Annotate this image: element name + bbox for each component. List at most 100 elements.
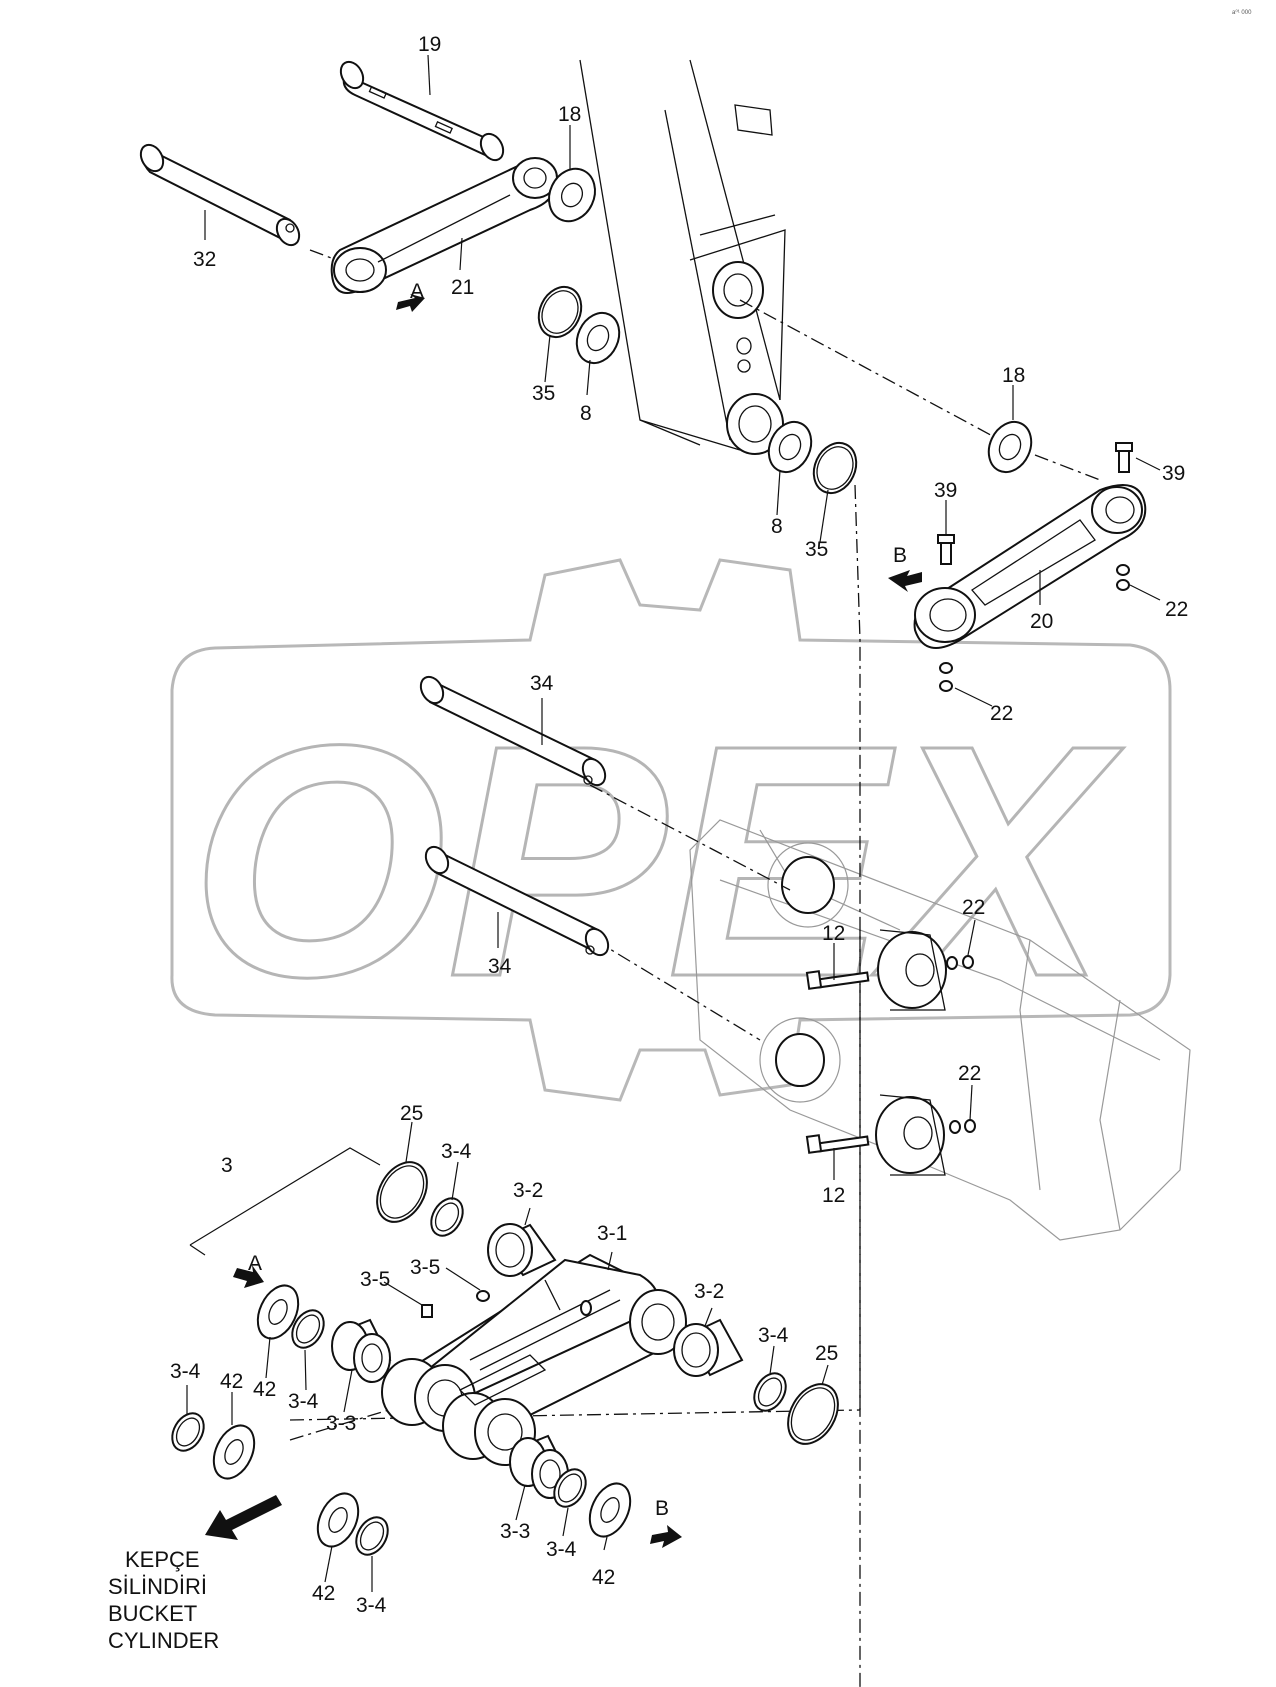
- callout-3-4-right: 3-4: [758, 1324, 789, 1347]
- ring-3-4-lower-mid: [553, 1468, 587, 1508]
- bolt-39-b: [1115, 442, 1133, 473]
- leader-lines: [186, 54, 1161, 1592]
- washer-42-left: [256, 1284, 300, 1340]
- watermark: OPEX: [170, 558, 1172, 1102]
- callout-3-4-bottom: 3-4: [356, 1594, 387, 1617]
- arrow-a-top: [396, 294, 425, 312]
- pin-34-upper: [419, 675, 607, 787]
- caption-line-4: CYLINDER: [108, 1628, 219, 1653]
- ring-25-right: [787, 1383, 839, 1445]
- callout-35-mid: 35: [805, 538, 828, 561]
- callout-22-link: 22: [990, 702, 1013, 725]
- arrow-a-lower: [233, 1265, 264, 1288]
- bucket-cylinder-caption: KEPÇE SİLİNDİRİ BUCKET CYLINDER: [108, 1547, 219, 1653]
- ring-3-4-left: [291, 1309, 325, 1349]
- washer-18-right: [987, 420, 1033, 474]
- arrow-b-right: [888, 570, 922, 592]
- ring-35-mid: [812, 441, 858, 495]
- callout-3-4-lower: 3-4: [546, 1538, 577, 1561]
- callout-22-lower: 22: [958, 1062, 981, 1085]
- nut-22-b: [939, 662, 953, 692]
- callout-3-3-left: 3-3: [326, 1412, 356, 1435]
- callout-19: 19: [418, 33, 441, 56]
- center-lines: [289, 249, 1101, 1687]
- callout-b-right: B: [893, 544, 907, 567]
- callout-a-lower: A: [248, 1252, 262, 1275]
- callout-39-left: 39: [934, 479, 957, 502]
- callout-34-lower: 34: [488, 955, 512, 978]
- callout-3-4-top: 3-4: [441, 1140, 472, 1163]
- corner-mark: a⁰¹ 000: [1232, 9, 1252, 16]
- callout-3-5-left: 3-5: [360, 1268, 390, 1291]
- callout-3-2-top: 3-2: [513, 1179, 543, 1202]
- nut-22-a: [1116, 564, 1130, 591]
- callout-3-1: 3-1: [597, 1222, 627, 1245]
- link-21: [330, 157, 558, 294]
- watermark-gear: [170, 558, 1172, 1102]
- callout-42-bottom: 42: [312, 1582, 335, 1605]
- callout-34-upper: 34: [530, 672, 554, 695]
- callout-3: 3: [221, 1154, 233, 1177]
- bolt-12-upper: [805, 970, 870, 990]
- callout-8-top: 8: [580, 402, 592, 425]
- callout-25-right: 25: [815, 1342, 838, 1365]
- callout-18-right: 18: [1002, 364, 1025, 387]
- pin-19: [339, 60, 505, 162]
- callout-42-far-left: 42: [220, 1370, 243, 1393]
- callout-a-top: A: [410, 280, 424, 303]
- ring-3-4-right: [753, 1372, 787, 1412]
- watermark-text: OPEX: [190, 676, 1124, 1045]
- callout-3-4-left: 3-4: [288, 1390, 319, 1413]
- ring-35-top: [537, 285, 583, 339]
- arrow-b-lower: [650, 1525, 682, 1548]
- caption-line-3: BUCKET: [108, 1601, 197, 1626]
- callout-25-top: 25: [400, 1102, 423, 1125]
- callout-3-4-far-left: 3-4: [170, 1360, 201, 1383]
- arrow-bucket-cylinder: [205, 1495, 282, 1540]
- bushing-3-2-top: [487, 1223, 557, 1277]
- nut-22-d: [949, 1119, 976, 1134]
- pin-32: [139, 143, 301, 247]
- washer-42-bottom: [316, 1492, 360, 1548]
- callout-labels: 19 18 32 21 A 35 8 18 39 39 8 35 B 20 22…: [170, 33, 1188, 1617]
- callout-3-2-right: 3-2: [694, 1280, 724, 1303]
- assembly-3-bracket: [189, 1147, 381, 1256]
- callout-39-right: 39: [1162, 462, 1185, 485]
- callout-12-lower: 12: [822, 1184, 845, 1207]
- ring-3-4-bottom: [355, 1516, 389, 1556]
- callout-21: 21: [451, 276, 474, 299]
- washer-8-top: [575, 311, 621, 365]
- ring-25-top: [376, 1161, 428, 1223]
- callout-b-lower: B: [655, 1497, 669, 1520]
- bolt-39-a: [937, 534, 955, 565]
- washer-18-top: [548, 167, 596, 223]
- callout-8-mid: 8: [771, 515, 783, 538]
- arm-structure: [579, 59, 786, 455]
- bucket-outline: [689, 819, 1191, 1241]
- callout-42-lower-right: 42: [592, 1566, 615, 1589]
- link-20: [913, 484, 1147, 649]
- ring-3-4-far-left: [171, 1412, 205, 1452]
- washer-42-far-left: [212, 1424, 256, 1480]
- bolt-12-lower: [805, 1134, 870, 1154]
- callout-22-right: 22: [1165, 598, 1188, 621]
- callout-32: 32: [193, 248, 216, 271]
- bushing-3-2-right: [673, 1318, 744, 1377]
- callout-22-upper: 22: [962, 896, 985, 919]
- nut-22-c: [946, 955, 974, 970]
- grease-nipple-3-5a: [421, 1304, 433, 1318]
- callout-42-left: 42: [253, 1378, 276, 1401]
- callout-20: 20: [1030, 610, 1053, 633]
- caption-line-2: SİLİNDİRİ: [108, 1574, 207, 1599]
- ring-3-4-top: [430, 1197, 464, 1237]
- callout-3-5-right: 3-5: [410, 1256, 440, 1279]
- link-3-1: [381, 1253, 687, 1466]
- caption-line-1: KEPÇE: [125, 1547, 200, 1572]
- grease-nipple-3-5b: [476, 1290, 592, 1316]
- callout-35-top: 35: [532, 382, 555, 405]
- callout-3-3-lower: 3-3: [500, 1520, 530, 1543]
- callout-18-top: 18: [558, 103, 581, 126]
- washer-8-mid: [767, 420, 813, 474]
